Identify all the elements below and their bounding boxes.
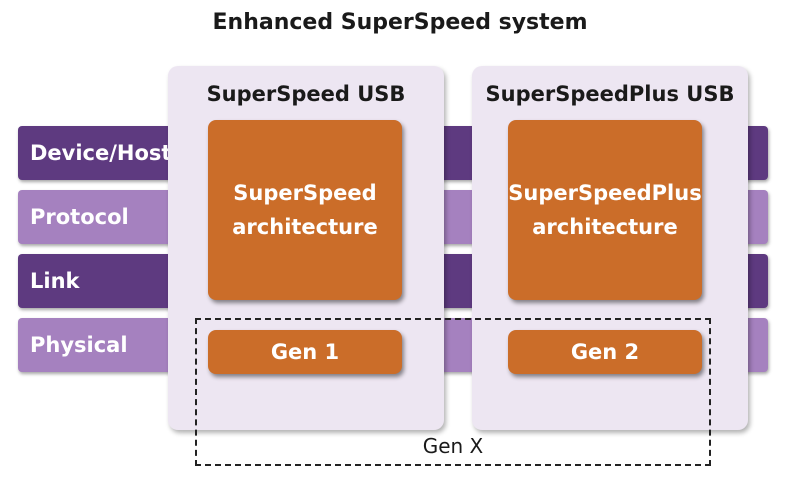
architecture-block: SuperSpeedPlus architecture — [508, 120, 702, 300]
architecture-line: architecture — [232, 215, 378, 239]
gen-block: Gen 1 — [208, 330, 402, 374]
layer-label: Device/Host — [30, 141, 172, 165]
diagram-title: Enhanced SuperSpeed system — [212, 10, 588, 35]
layer-label: Physical — [30, 333, 128, 357]
column-title: SuperSpeed USB — [206, 82, 406, 106]
layer-label: Protocol — [30, 205, 129, 229]
genx-dashed-region — [195, 318, 711, 466]
genx-label: Gen X — [422, 434, 484, 458]
column-superspeedplus-usb: SuperSpeedPlus USB SuperSpeedPlus archit… — [472, 66, 748, 430]
column-superspeed-usb: SuperSpeed USB SuperSpeed architecture G… — [168, 66, 444, 430]
column-title: SuperSpeedPlus USB — [485, 82, 735, 106]
architecture-line: SuperSpeedPlus — [508, 181, 702, 205]
layer-label: Link — [30, 269, 80, 293]
architecture-line: SuperSpeed — [233, 181, 377, 205]
gen-block: Gen 2 — [508, 330, 702, 374]
architecture-line: architecture — [532, 215, 678, 239]
architecture-block: SuperSpeed architecture — [208, 120, 402, 300]
